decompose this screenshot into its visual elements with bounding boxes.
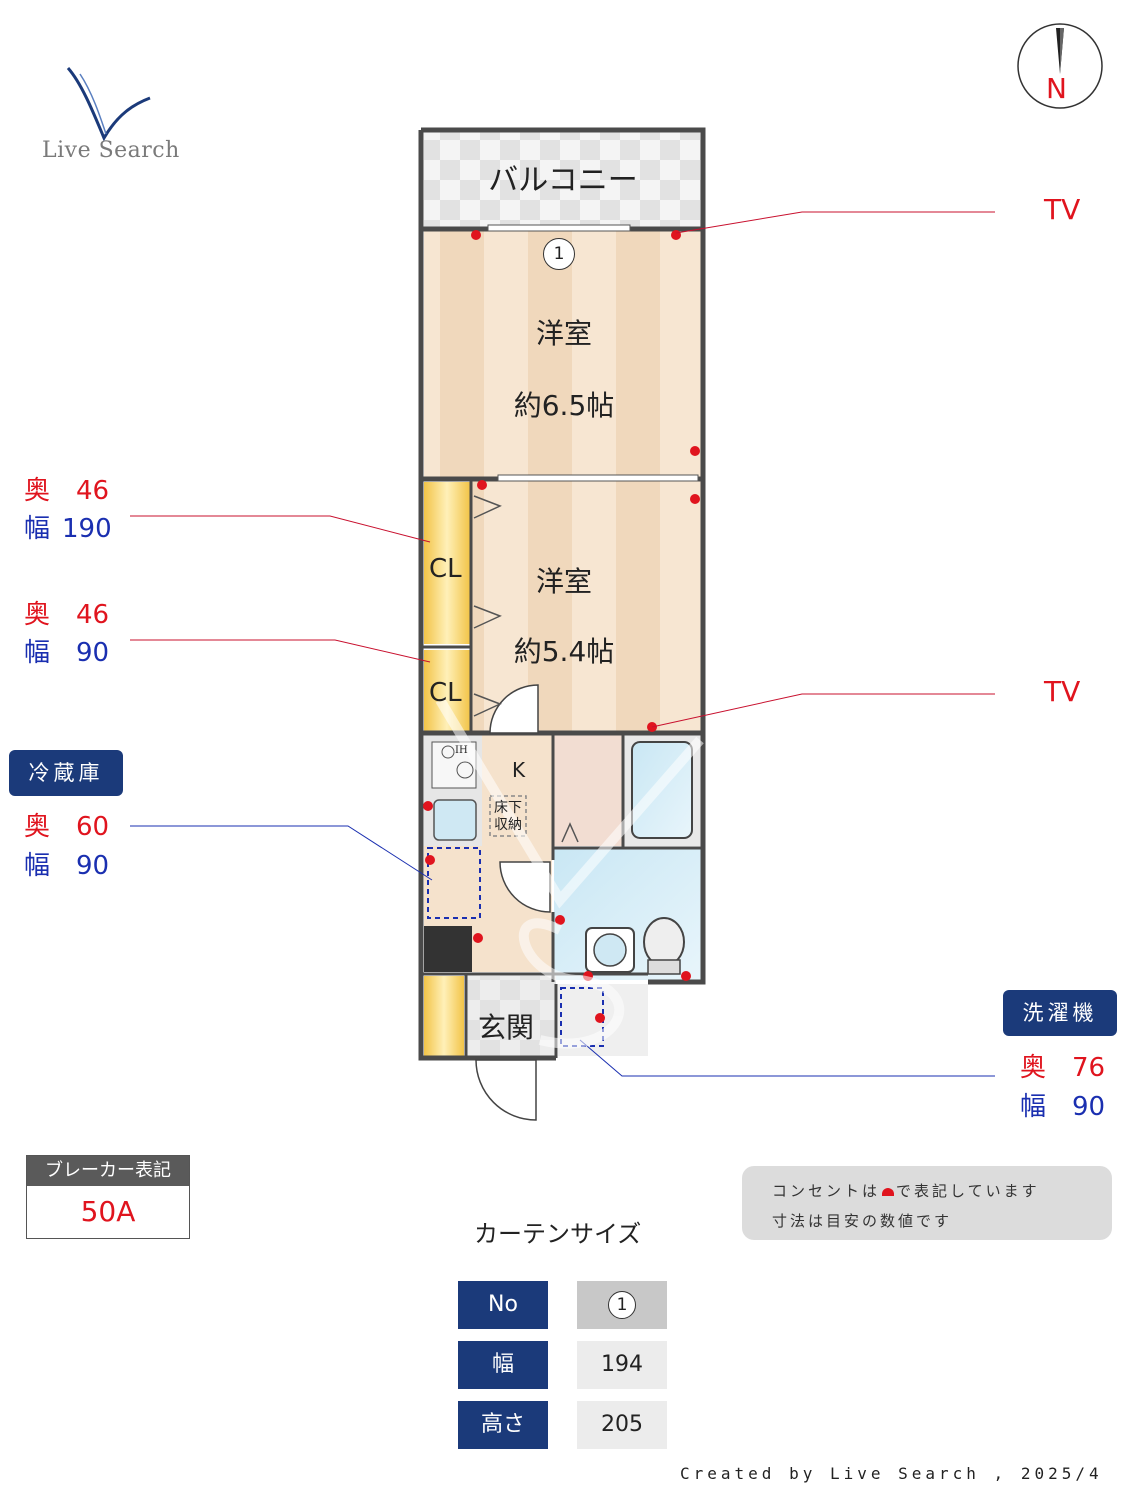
curtain-header-no: No bbox=[458, 1281, 548, 1329]
breaker-value: 50A bbox=[80, 1195, 136, 1228]
kitchen-label: K bbox=[512, 758, 526, 782]
fridge-space bbox=[427, 847, 481, 919]
balcony-area bbox=[424, 132, 701, 228]
washroom-door bbox=[499, 861, 551, 913]
underfloor-storage-box bbox=[489, 795, 527, 837]
closet2-width-label: 幅 bbox=[24, 638, 51, 668]
entrance-door bbox=[475, 1059, 537, 1121]
pillar bbox=[424, 926, 472, 972]
room2-door bbox=[489, 684, 539, 734]
compass-north-label: N bbox=[1046, 72, 1067, 105]
note-line1-a: コンセントは bbox=[772, 1182, 881, 1200]
balcony-label: バルコニー bbox=[488, 163, 638, 198]
closet1-area bbox=[424, 482, 470, 644]
closet1-depth-label: 奥 bbox=[24, 476, 51, 506]
outlet-icon bbox=[882, 1187, 895, 1196]
curtain-title: カーテンサイズ bbox=[474, 1220, 642, 1248]
curtain-no-value: 1 bbox=[608, 1291, 636, 1319]
washer-width-label: 幅 bbox=[1020, 1092, 1047, 1122]
fridge-depth-label: 奥 bbox=[24, 812, 51, 842]
closet2-depth-label: 奥 bbox=[24, 600, 51, 630]
washroom-floor bbox=[554, 734, 622, 846]
legend-note: コンセントはで表記しています 寸法は目安の数値です bbox=[742, 1166, 1112, 1240]
logo-text: Live Search bbox=[42, 138, 180, 163]
compass: N bbox=[1016, 22, 1104, 110]
underfloor-storage-label: 床下 収納 bbox=[489, 800, 527, 834]
room2-floor bbox=[472, 478, 701, 734]
fridge-width-value: 90 bbox=[76, 851, 110, 881]
room1-floor bbox=[424, 228, 701, 478]
tv-label-mid: TV bbox=[1044, 675, 1081, 708]
fridge-badge: 冷蔵庫 bbox=[9, 750, 123, 796]
fridge-width-label: 幅 bbox=[24, 851, 51, 881]
window-marker: 1 bbox=[543, 238, 575, 270]
breaker-box: ブレーカー表記 50A bbox=[26, 1155, 190, 1239]
note-line1: コンセントはで表記しています bbox=[772, 1180, 1040, 1201]
closet1-depth-value: 46 bbox=[76, 476, 110, 506]
curtain-cell-height: 205 bbox=[577, 1401, 667, 1449]
credit-text: Created by Live Search , 2025/4 bbox=[680, 1464, 1103, 1483]
note-line1-b: で表記しています bbox=[896, 1182, 1040, 1200]
room2-name: 洋室 bbox=[535, 565, 592, 598]
closet2-width-value: 90 bbox=[76, 638, 110, 668]
room1-name: 洋室 bbox=[535, 317, 592, 350]
toilet bbox=[643, 917, 685, 967]
closet1-label: CL bbox=[429, 554, 462, 584]
closet2-label: CL bbox=[429, 678, 462, 708]
curtain-header-height: 高さ bbox=[458, 1401, 548, 1449]
floor-plan bbox=[130, 127, 995, 1121]
entrance-label: 玄関 bbox=[478, 1011, 535, 1044]
compass-icon bbox=[1017, 23, 1103, 109]
washer-depth-value: 76 bbox=[1072, 1053, 1106, 1083]
breaker-title: ブレーカー表記 bbox=[27, 1156, 189, 1186]
underfloor-line1: 床下 bbox=[494, 800, 522, 816]
underfloor-line2: 収納 bbox=[494, 817, 522, 833]
balcony-window bbox=[487, 224, 631, 232]
curtain-cell-width: 194 bbox=[577, 1341, 667, 1389]
closet1-width-label: 幅 bbox=[24, 514, 51, 544]
closet1-width-value: 190 bbox=[62, 514, 112, 544]
kitchen-sink bbox=[433, 799, 477, 841]
sliding-door bbox=[497, 474, 699, 482]
room2-size: 約5.4帖 bbox=[513, 635, 615, 668]
washer-width-value: 90 bbox=[1072, 1092, 1106, 1122]
closet2-depth-value: 46 bbox=[76, 600, 110, 630]
curtain-cell-no: 1 bbox=[577, 1281, 667, 1329]
note-line2: 寸法は目安の数値です bbox=[772, 1212, 953, 1230]
ih-label: IH bbox=[455, 745, 468, 756]
tv-label-top: TV bbox=[1044, 193, 1081, 226]
outlets bbox=[423, 230, 700, 1023]
shoe-box bbox=[424, 976, 464, 1056]
washer-badge: 洗濯機 bbox=[1003, 990, 1117, 1036]
curtain-header-width: 幅 bbox=[458, 1341, 548, 1389]
fridge-depth-value: 60 bbox=[76, 812, 110, 842]
room1-size: 約6.5帖 bbox=[513, 389, 615, 422]
live-search-logo bbox=[66, 67, 151, 142]
washer-depth-label: 奥 bbox=[1020, 1053, 1047, 1083]
